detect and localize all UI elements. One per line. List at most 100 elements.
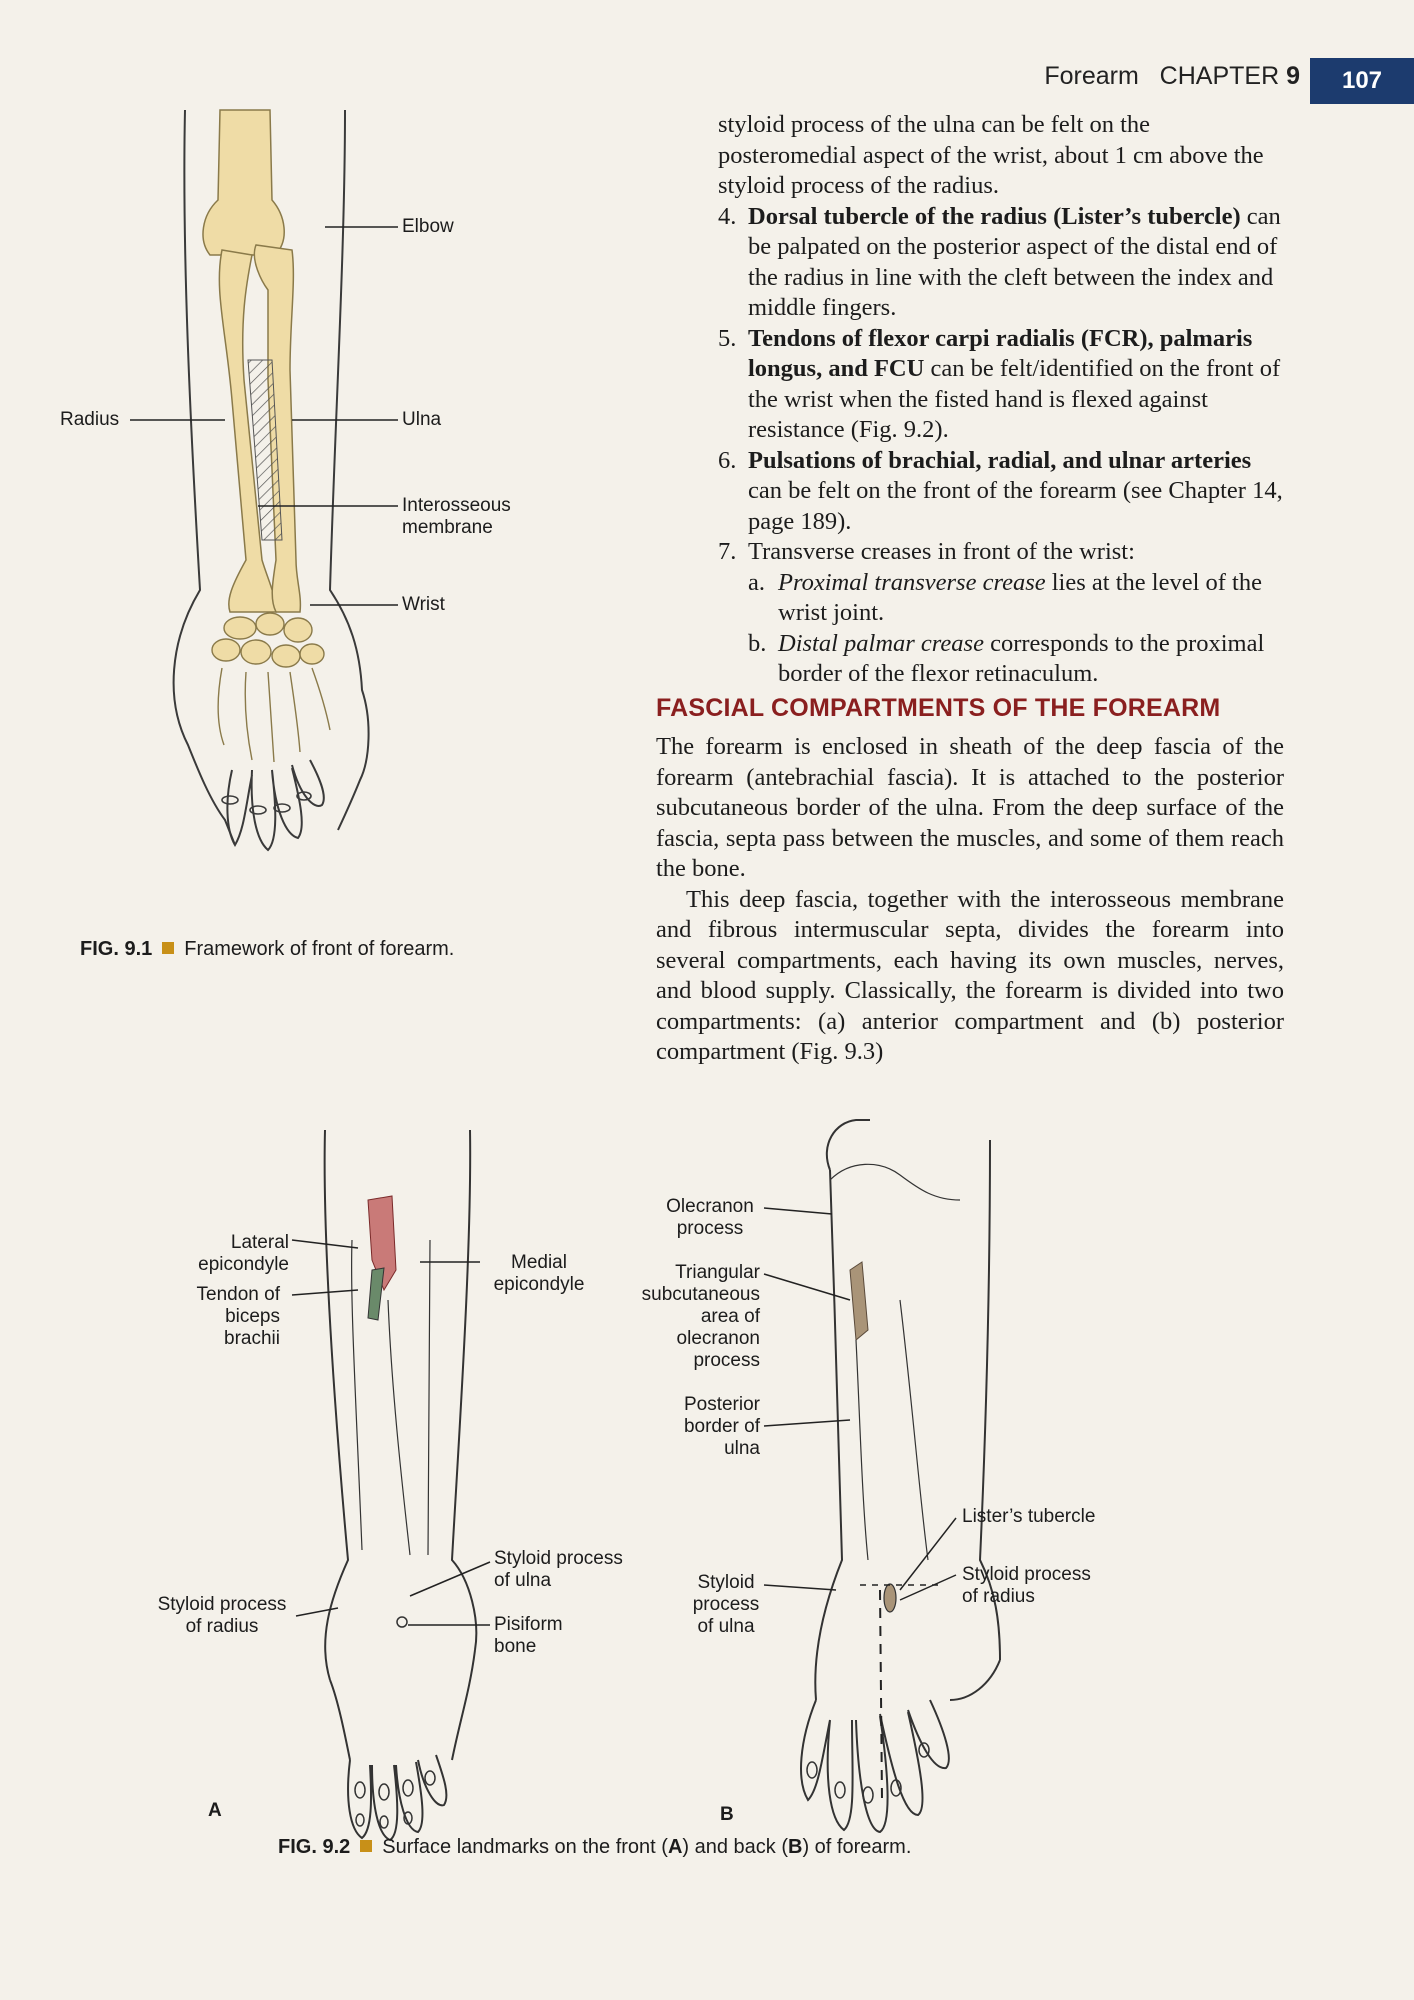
chapter-word: CHAPTER	[1159, 62, 1280, 90]
sub-item: a.Proximal transverse crease lies at the…	[748, 568, 1284, 629]
label-line: Lateral	[230, 1232, 289, 1253]
caption-number: FIG. 9.1	[80, 938, 153, 960]
list-item: 7.Transverse creases in front of the wri…	[718, 537, 1284, 690]
item-text: can be felt on the front of the forearm …	[748, 477, 1283, 535]
radius-bone	[218, 249, 277, 613]
label-line: epicondyle	[198, 1254, 289, 1275]
label-line: Triangular	[675, 1262, 760, 1283]
label-line: Medial	[511, 1252, 567, 1273]
panel-b-bone-outlines	[829, 1163, 961, 1561]
caption-text: Framework of front of forearm.	[184, 938, 455, 960]
label-wrist: Wrist	[402, 594, 445, 615]
ulna-bone	[253, 244, 302, 613]
page-header: Forearm CHAPTER 9 107	[900, 58, 1414, 104]
label-line: Styloid process	[157, 1594, 287, 1615]
fingers	[226, 759, 325, 852]
pisiform-mark	[396, 1616, 408, 1628]
olecranon-area	[849, 1261, 869, 1341]
paragraph: The forearm is enclosed in sheath of the…	[656, 733, 1284, 882]
section-name: Forearm	[1044, 62, 1139, 90]
sub-letter: a.	[748, 568, 765, 596]
arm-outline	[172, 109, 370, 846]
panel-a-arm-outline	[323, 1129, 478, 1681]
label-line: membrane	[402, 517, 493, 538]
panel-letter-a: A	[208, 1800, 222, 1821]
fig-9-1-leader-lines	[130, 226, 398, 606]
item-bold: Dorsal tubercle of the radius (Lister’s …	[748, 202, 1241, 230]
caption-text: ) and back (	[682, 1836, 789, 1858]
label-line: olecranon	[676, 1328, 760, 1349]
fig-9-1-caption: FIG. 9.1 Framework of front of forearm.	[80, 938, 454, 961]
panel-b-leader-lines	[763, 1207, 957, 1601]
caption-bold: B	[788, 1836, 803, 1858]
label-line: ulna	[724, 1438, 760, 1459]
label-line: of ulna	[494, 1570, 552, 1591]
midline-dashed	[879, 1589, 883, 1801]
label-ulna: Ulna	[402, 409, 442, 430]
panel-a-bone-outlines	[351, 1239, 431, 1556]
item-number: 5.	[718, 324, 737, 352]
caption-number: FIG. 9.2	[278, 1836, 351, 1858]
label-line: process	[693, 1350, 760, 1371]
label-line: brachii	[224, 1328, 280, 1349]
panel-b-nail-marks	[806, 1742, 930, 1804]
item-bold: Pulsations of brachial, radial, and ulna…	[748, 446, 1252, 474]
label-line: process	[676, 1218, 744, 1239]
label-line: Styloid process	[962, 1564, 1091, 1585]
page-number: 107	[1310, 58, 1414, 104]
sub-item: b.Distal palmar crease corresponds to th…	[748, 629, 1284, 690]
item-text: can be palpated on the posterior aspect …	[748, 202, 1281, 322]
panel-a-hand	[329, 1649, 476, 1761]
caption-square-icon	[162, 942, 175, 954]
label-line: process	[692, 1594, 760, 1615]
label-line: border of	[683, 1416, 760, 1437]
paragraph: This deep fascia, together with the inte…	[656, 885, 1284, 1066]
label-line: Tendon of	[196, 1284, 280, 1305]
continued-paragraph: styloid process of the ulna can be felt …	[718, 111, 1264, 199]
listers-tubercle-mark	[883, 1583, 897, 1613]
list-item: 5. Tendons of flexor carpi radialis (FCR)…	[718, 324, 1284, 446]
pronator-teres-muscle	[367, 1195, 397, 1292]
finger-joint-marks	[221, 791, 312, 815]
sub-letter: b.	[748, 629, 767, 657]
item-text: Transverse creases in front of the wrist…	[748, 538, 1135, 565]
item-number: 6.	[718, 446, 737, 474]
panel-a-leader-lines	[291, 1239, 491, 1626]
panel-letter-b: B	[720, 1804, 734, 1825]
metacarpals	[217, 667, 331, 763]
label-listers-tubercle: Lister’s tubercle	[962, 1506, 1096, 1527]
caption-bold: A	[667, 1836, 683, 1858]
running-head: Forearm CHAPTER 9	[1044, 62, 1300, 91]
sub-italic: Proximal transverse crease	[778, 568, 1046, 596]
item-text: can be felt/identified on the front of t…	[748, 355, 1281, 443]
item-bold: Tendons of flexor carpi radialis (FCR), …	[748, 324, 1253, 383]
label-line: bone	[494, 1636, 537, 1657]
label-line: of radius	[185, 1616, 259, 1637]
sub-text: corresponds to the proximal border of th…	[778, 629, 1265, 688]
carpal-bones	[211, 612, 325, 668]
right-column-list: styloid process of the ulna can be felt …	[718, 110, 1284, 690]
panel-b-arm-outline	[814, 1139, 1001, 1701]
interosseous-membrane	[247, 359, 283, 541]
label-line: biceps	[225, 1306, 280, 1327]
label-line: Interosseous	[402, 495, 511, 516]
biceps-tendon	[367, 1267, 385, 1321]
label-elbow: Elbow	[402, 216, 454, 237]
item-number: 4.	[718, 202, 737, 230]
label-line: area of	[700, 1306, 760, 1327]
label-radius: Radius	[60, 409, 120, 430]
panel-a-fingers	[347, 1754, 448, 1842]
